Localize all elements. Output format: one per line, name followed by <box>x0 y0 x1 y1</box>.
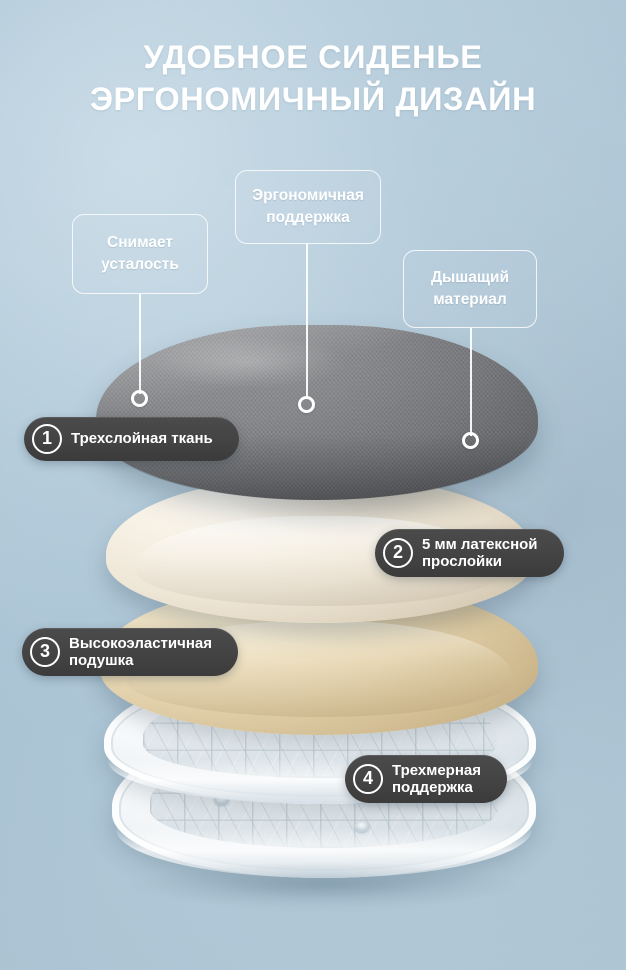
title-line-2: ЭРГОНОМИЧНЫЙ ДИЗАЙН <box>89 81 537 117</box>
page-title: УДОБНОЕ СИДЕНЬЕ ЭРГОНОМИЧНЫЙ ДИЗАЙН <box>0 36 626 120</box>
layer-badge-4-label: Трехмерная поддержка <box>392 762 481 796</box>
leader-line-relief <box>139 294 141 394</box>
fabric-highlight <box>140 335 415 409</box>
layer-badge-3-label: Высокоэластичная подушка <box>69 635 212 669</box>
ring-marker-ergonomic <box>298 396 315 413</box>
shell-base-boss-left <box>213 794 229 805</box>
layer-badge-3: 3 Высокоэластичная подушка <box>22 628 238 676</box>
callout-ergo-line-2: поддержка <box>266 209 350 226</box>
fabric-weave-texture <box>96 325 538 500</box>
layer-badge-1-number: 1 <box>32 424 62 454</box>
callout-relieves-fatigue: Снимает усталость <box>72 214 208 294</box>
callout-ergo-line-1: Эргономичная <box>252 187 364 204</box>
callout-breath-line-2: материал <box>433 291 507 308</box>
callout-breath-line-1: Дышащий <box>431 269 509 286</box>
layer-badge-1: 1 Трехслойная ткань <box>24 417 239 461</box>
layer-three-ply-fabric <box>96 325 538 500</box>
stack-contact-shadow <box>128 862 518 908</box>
layer-badge-2: 2 5 мм латексной прослойки <box>375 529 564 577</box>
layer-badge-4-number: 4 <box>353 764 383 794</box>
callout-relief-line-2: усталость <box>101 256 179 273</box>
layer-badge-1-label: Трехслойная ткань <box>71 430 213 447</box>
callout-ergonomic-support: Эргономичная поддержка <box>235 170 381 244</box>
layer-badge-2-number: 2 <box>383 538 413 568</box>
leader-line-breathable <box>470 328 472 436</box>
fabric-body <box>96 325 538 500</box>
ring-marker-relief <box>131 390 148 407</box>
shell-base-boss-center <box>353 821 369 832</box>
callout-breathable-material: Дышащий материал <box>403 250 537 328</box>
layer-badge-4: 4 Трехмерная поддержка <box>345 755 507 803</box>
layer-badge-3-number: 3 <box>30 637 60 667</box>
ring-marker-breathable <box>462 432 479 449</box>
leader-line-ergonomic <box>306 244 308 399</box>
callout-relief-line-1: Снимает <box>107 234 173 251</box>
title-line-1: УДОБНОЕ СИДЕНЬЕ <box>143 39 483 75</box>
layer-badge-2-label: 5 мм латексной прослойки <box>422 536 538 570</box>
